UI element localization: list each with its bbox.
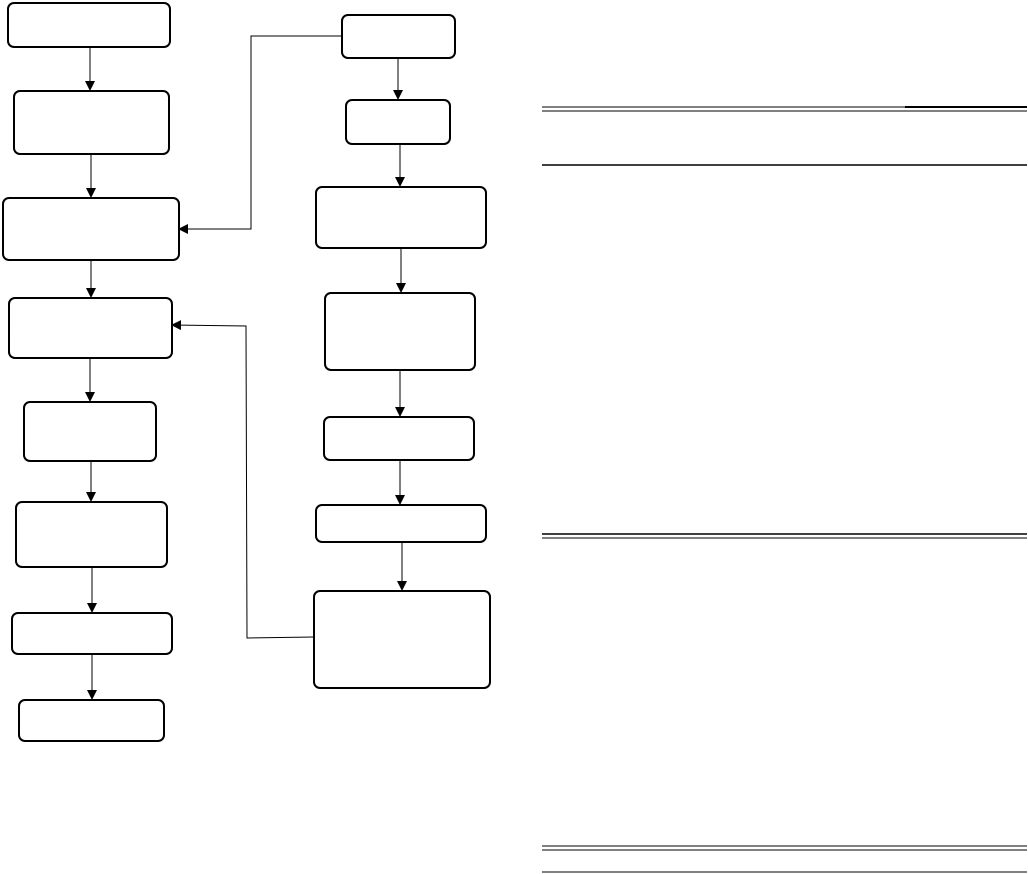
process-box-rect: [15, 501, 168, 568]
process-box-rect: [18, 699, 165, 742]
flowchart-svg: [2, 2, 491, 742]
process-box-r6: [315, 504, 487, 543]
process-box-r5: [323, 416, 475, 461]
connector-arrow-r7-to-l4: [171, 320, 315, 639]
process-boxes: [2, 2, 491, 742]
process-box-r3: [315, 186, 487, 249]
process-box-l1: [7, 2, 171, 48]
process-box-l3: [2, 197, 180, 261]
process-box-rect: [13, 90, 170, 155]
connector-arrow-r1-to-l3: [178, 35, 342, 234]
process-box-l5: [23, 401, 157, 462]
process-box-rect: [313, 590, 491, 689]
process-box-l4: [8, 297, 173, 359]
process-box-l8: [18, 699, 165, 742]
process-box-rect: [23, 401, 157, 462]
process-box-r2: [345, 99, 451, 145]
process-box-rect: [315, 186, 487, 249]
process-box-l2: [13, 90, 170, 155]
process-box-r7: [313, 590, 491, 689]
process-box-rect: [8, 297, 173, 359]
process-box-rect: [2, 197, 180, 261]
process-box-rect: [323, 416, 475, 461]
process-box-l6: [15, 501, 168, 568]
process-box-rect: [341, 14, 456, 59]
process-box-rect: [345, 99, 451, 145]
process-box-rect: [7, 2, 171, 48]
process-box-rect: [315, 504, 487, 543]
process-box-rect: [324, 292, 476, 371]
process-box-rect: [11, 612, 173, 655]
process-box-l7: [11, 612, 173, 655]
process-box-r1: [341, 14, 456, 59]
process-box-r4: [324, 292, 476, 371]
connectors: [85, 35, 407, 700]
